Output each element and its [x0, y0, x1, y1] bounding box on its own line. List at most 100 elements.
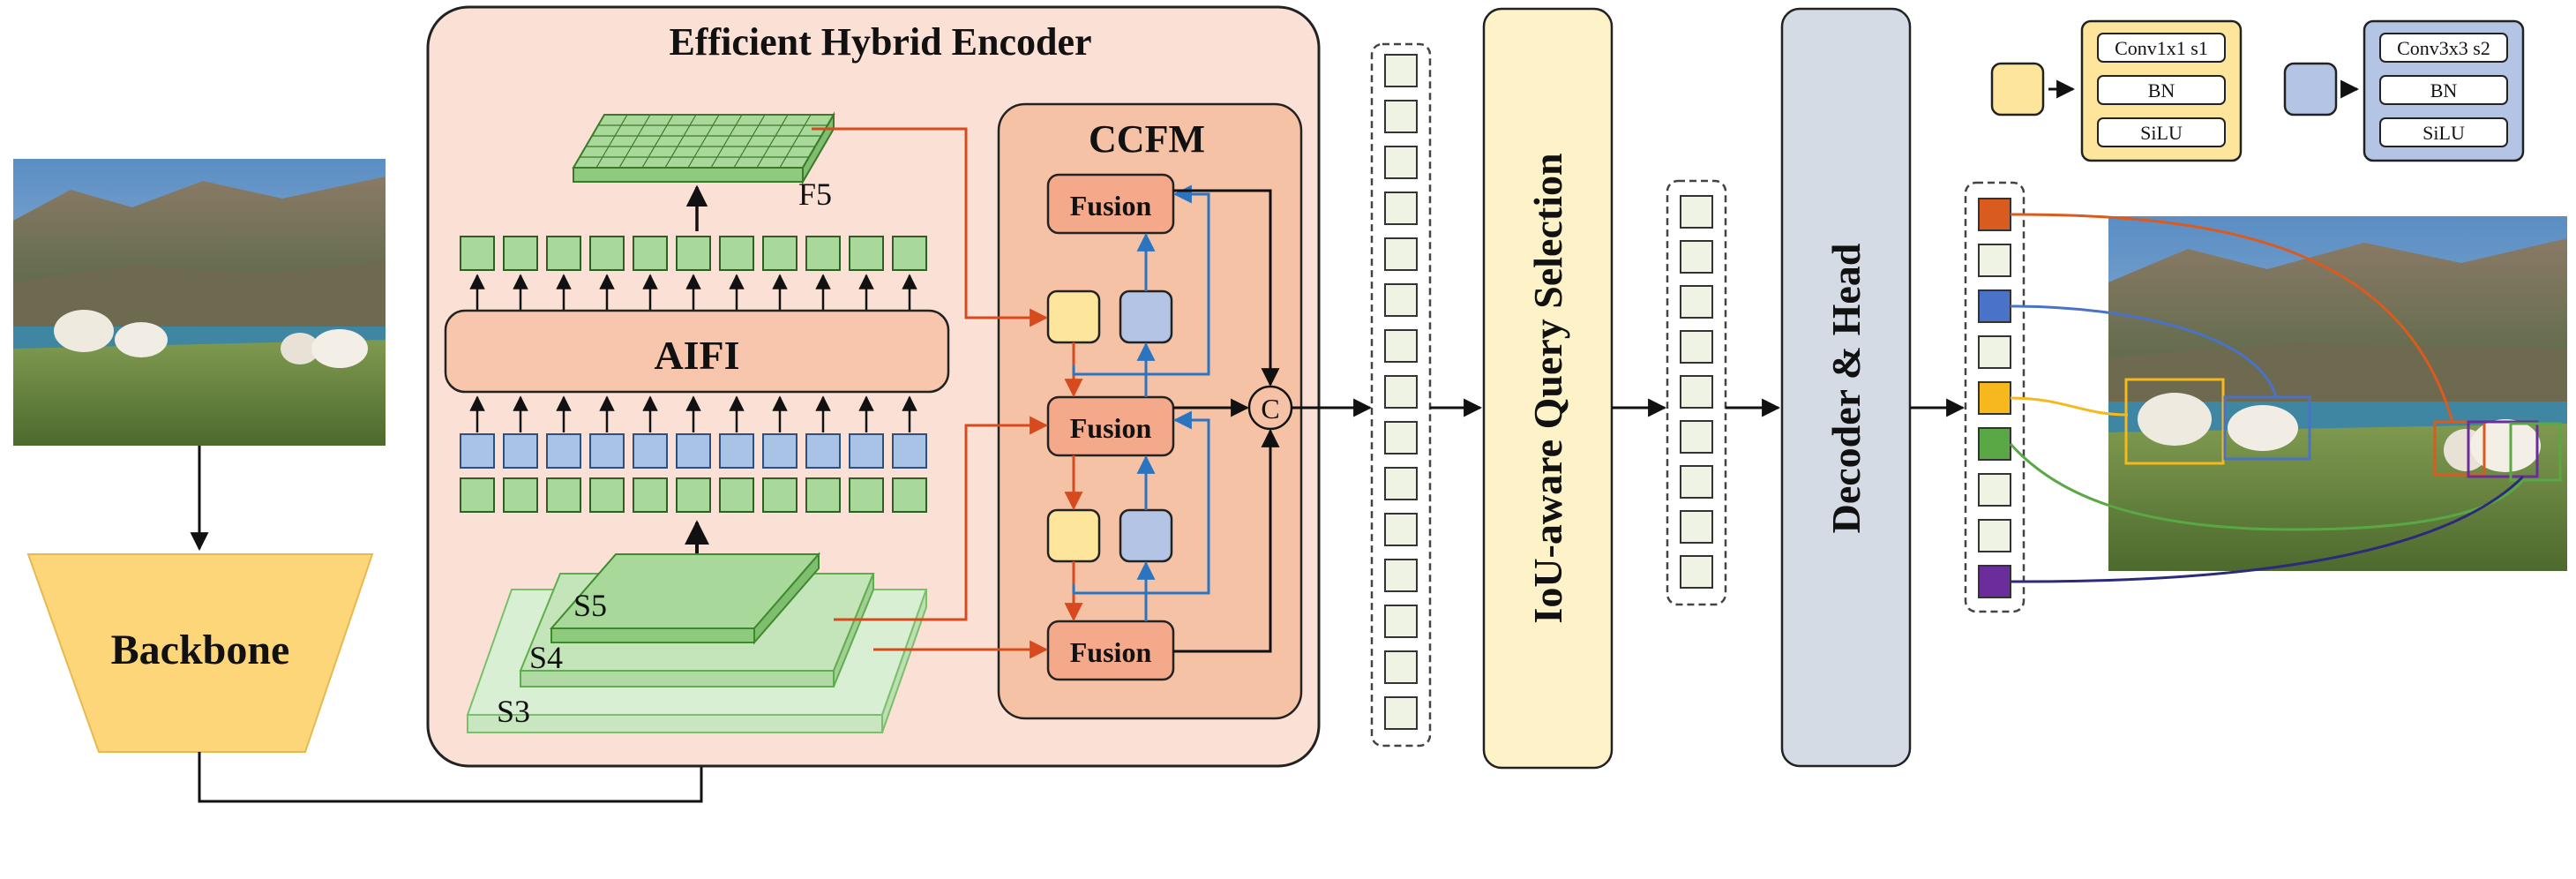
fusion-label-middle: Fusion	[1070, 412, 1152, 444]
selected-query-cell	[1680, 285, 1713, 319]
encoder-title: Efficient Hybrid Encoder	[669, 20, 1091, 64]
legend-yellow-line-2: BN	[2148, 79, 2175, 101]
encoder-token	[546, 477, 581, 513]
output-queries	[1964, 181, 2026, 613]
positional-token	[676, 433, 711, 469]
concat-symbol: C	[1261, 393, 1279, 424]
selected-query-cell	[1680, 375, 1713, 409]
encoder-token	[503, 477, 538, 513]
bottom-up-arrows	[1072, 184, 1210, 621]
conv1x1-block-upper	[1046, 289, 1101, 344]
f5-feature-grid: F5	[572, 111, 835, 212]
positional-token	[805, 433, 841, 469]
legend-blue-line-2: BN	[2430, 79, 2458, 101]
aifi-output-token	[849, 236, 884, 271]
decoder-and-head: Decoder & Head	[1780, 7, 1912, 768]
positional-embedding-row	[460, 433, 927, 469]
s5-label: S5	[573, 588, 607, 623]
fusion-block-bottom: Fusion	[1046, 620, 1175, 681]
s3-label: S3	[497, 694, 530, 729]
encoder-query-cell	[1384, 283, 1418, 317]
encoder-query-cell	[1384, 192, 1418, 225]
positional-token	[719, 433, 754, 469]
encoder-token	[805, 477, 841, 513]
fusion-block-middle: Fusion	[1046, 395, 1175, 457]
query-selection-label: IoU-aware Query Selection	[1525, 153, 1570, 623]
positional-token	[546, 433, 581, 469]
encoder-query-cell	[1384, 650, 1418, 684]
selected-queries	[1666, 179, 1727, 606]
positional-token	[589, 433, 625, 469]
selected-query-cell	[1680, 330, 1713, 364]
efficient-hybrid-encoder: Efficient Hybrid Encoder F5 AI	[426, 5, 1321, 768]
conv1x1-block-lower	[1046, 508, 1101, 563]
encoder-query-cell	[1384, 696, 1418, 730]
encoder-query-cell	[1384, 54, 1418, 87]
concat-input-arrows	[1173, 189, 1280, 653]
legend-yellow-line-3: SiLU	[2140, 122, 2183, 144]
aifi-input-arrows	[469, 395, 917, 432]
aifi-output-token-row	[460, 236, 927, 271]
aifi-output-token	[805, 236, 841, 271]
encoder-query-cell	[1384, 146, 1418, 179]
encoder-query-cell	[1384, 467, 1418, 500]
detection-box-purple	[2467, 420, 2539, 478]
aifi-label: AIFI	[654, 333, 739, 378]
backbone-block: Backbone	[26, 553, 374, 753]
selected-query-cell	[1680, 465, 1713, 499]
legend-blue-swatch	[2283, 62, 2338, 116]
encoder-query-cell	[1384, 375, 1418, 409]
legend-blue-line-1: Conv3x3 s2	[2397, 37, 2490, 59]
encoder-query-cell	[1384, 421, 1418, 455]
s4-label: S4	[529, 640, 563, 675]
positional-token	[460, 433, 495, 469]
legend-yellow-swatch	[1990, 62, 2045, 116]
detection-box-orange	[2433, 420, 2486, 477]
aifi-output-token	[892, 236, 927, 271]
aifi-output-arrows	[469, 274, 917, 311]
detection-box-green	[2509, 422, 2562, 482]
encoder-token	[589, 477, 625, 513]
f5-label: F5	[798, 177, 832, 212]
detection-box-blue	[2223, 395, 2311, 461]
aifi-output-token	[546, 236, 581, 271]
concat-node: C	[1247, 385, 1293, 431]
iou-aware-query-selection: IoU-aware Query Selection	[1482, 7, 1614, 770]
encoder-token	[719, 477, 754, 513]
selected-query-cell	[1680, 420, 1713, 454]
aifi-output-token	[503, 236, 538, 271]
selected-query-cell	[1680, 240, 1713, 274]
encoder-query-cell	[1384, 605, 1418, 638]
positional-token	[503, 433, 538, 469]
positional-token	[762, 433, 798, 469]
legend-conv3x3: Conv3x3 s2 BN SiLU	[2283, 19, 2525, 162]
selected-query-cell	[1680, 510, 1713, 544]
arrow-backbone-to-encoder	[198, 739, 711, 803]
encoder-token	[460, 477, 495, 513]
query-to-box-connectors	[2009, 213, 2525, 583]
positional-token	[633, 433, 668, 469]
aifi-output-token	[589, 236, 625, 271]
encoder-query-cell	[1384, 513, 1418, 546]
selected-query-cell	[1680, 195, 1713, 229]
fusion-label-top: Fusion	[1070, 190, 1152, 222]
encoder-query-cell	[1384, 329, 1418, 363]
encoder-token	[892, 477, 927, 513]
conv3x3-block-upper	[1119, 289, 1173, 344]
s5-token-row	[460, 477, 927, 513]
encoder-token	[762, 477, 798, 513]
fusion-block-top: Fusion	[1046, 173, 1175, 235]
aifi-block: AIFI	[444, 309, 950, 394]
input-image	[13, 159, 386, 446]
backbone-label: Backbone	[111, 627, 290, 673]
encoder-token	[676, 477, 711, 513]
encoder-token	[849, 477, 884, 513]
aifi-output-token	[719, 236, 754, 271]
output-image	[2108, 216, 2567, 571]
legend-blue-line-3: SiLU	[2422, 122, 2465, 144]
decoder-label: Decoder & Head	[1823, 243, 1868, 533]
positional-token	[892, 433, 927, 469]
aifi-output-token	[633, 236, 668, 271]
